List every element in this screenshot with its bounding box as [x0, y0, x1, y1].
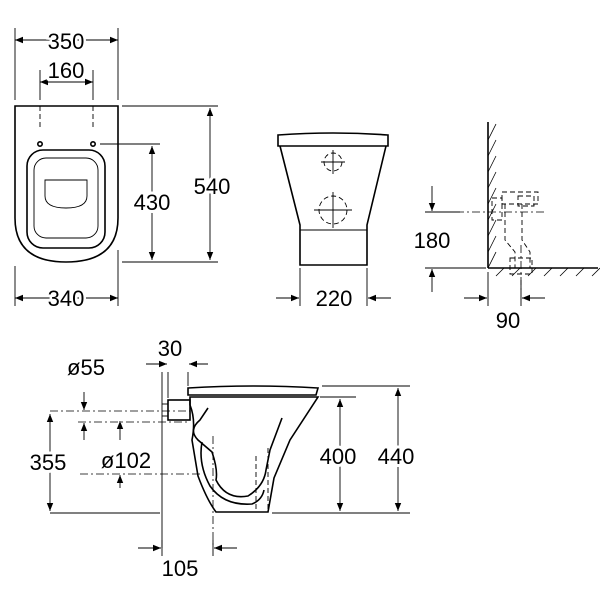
side-view-bowl [189, 396, 320, 513]
top-view-seat [26, 149, 106, 249]
dim-outlet-diameter: ø102 [101, 448, 151, 473]
top-view-bowl-opening [44, 179, 88, 209]
dim-hole-spacing: 160 [48, 58, 85, 83]
dim-total-height: 440 [378, 444, 415, 469]
dim-inner-depth: 430 [134, 190, 171, 215]
fixing-detail: 180 90 [411, 122, 600, 333]
front-view: 220 [276, 132, 391, 311]
dim-bottom-width: 340 [48, 286, 85, 311]
dim-front-base-width: 220 [316, 286, 353, 311]
dim-outlet-offset: 90 [496, 308, 520, 333]
dim-depth: 540 [194, 174, 231, 199]
dim-inlet-offset: 30 [158, 336, 182, 361]
top-view-outline [14, 105, 119, 263]
side-view-seat [187, 385, 320, 396]
top-view: 350 160 540 430 340 [14, 27, 233, 314]
dim-pipe-diameter: ø55 [67, 355, 105, 380]
front-view-lower-fixing [314, 192, 352, 228]
side-view-inlet [167, 399, 191, 421]
side-view: 30 ø55 ø102 355 400 440 105 [27, 336, 418, 581]
dim-outlet-height: 180 [414, 228, 451, 253]
dim-bowl-height: 400 [320, 444, 357, 469]
wall-hatching [487, 123, 600, 277]
dim-top-width: 350 [48, 29, 85, 54]
top-view-seat-inner [33, 157, 99, 239]
front-view-body [279, 145, 387, 266]
front-view-seat-lid [277, 132, 389, 147]
dim-inlet-height: 355 [30, 450, 67, 475]
dim-base-depth: 105 [162, 556, 199, 581]
side-view-trapway [192, 407, 283, 498]
front-view-upper-fixing [321, 150, 345, 174]
